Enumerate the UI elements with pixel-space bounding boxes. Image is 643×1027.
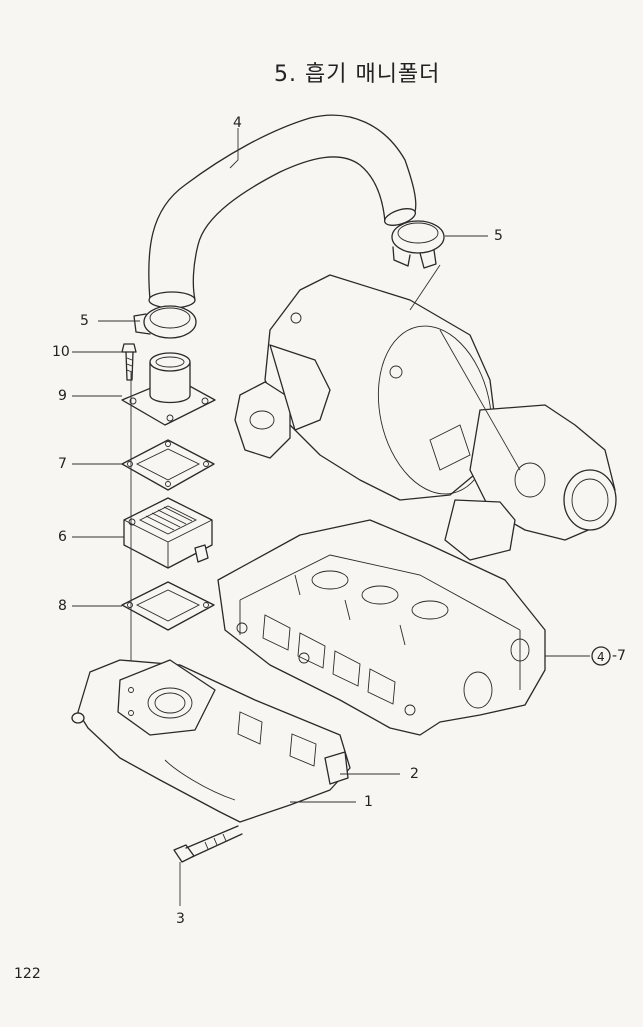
- intake-manifold-part-1: [71, 659, 351, 823]
- manifold-gasket-part-2: [324, 751, 349, 785]
- callout-4-circled: 4: [597, 650, 605, 664]
- gasket-part-7: [121, 439, 215, 491]
- intake-flange-part-9: [121, 352, 216, 426]
- callout-3: 3: [176, 911, 185, 927]
- gasket-part-8: [121, 581, 215, 631]
- callout-10: 10: [52, 344, 70, 360]
- intake-hose: [148, 114, 417, 309]
- page-title: 5. 흡기 매니폴더: [274, 62, 441, 87]
- callout-4: 4: [233, 115, 242, 131]
- callout-5-left: 5: [80, 313, 89, 329]
- turbocharger: [234, 264, 617, 561]
- hose-clamp-left: [133, 305, 197, 339]
- callout-1: 1: [364, 794, 373, 810]
- page-number: 122: [14, 966, 41, 982]
- bolt-part-10: [121, 343, 137, 381]
- callout-9: 9: [58, 388, 67, 404]
- callout-7: 7: [58, 456, 67, 472]
- callout-5-right: 5: [494, 228, 503, 244]
- hose-clamp-right: [391, 220, 445, 269]
- callout-4-7-suffix: -7: [612, 648, 626, 664]
- callout-8: 8: [58, 598, 67, 614]
- bolt-part-3: [173, 825, 243, 863]
- intake-heater-part-6: [123, 497, 213, 569]
- cylinder-head: [217, 519, 546, 736]
- circled-reference-marker: [591, 646, 611, 666]
- leader-part-4: [229, 128, 239, 169]
- callout-2: 2: [410, 766, 419, 782]
- callout-6: 6: [58, 529, 67, 545]
